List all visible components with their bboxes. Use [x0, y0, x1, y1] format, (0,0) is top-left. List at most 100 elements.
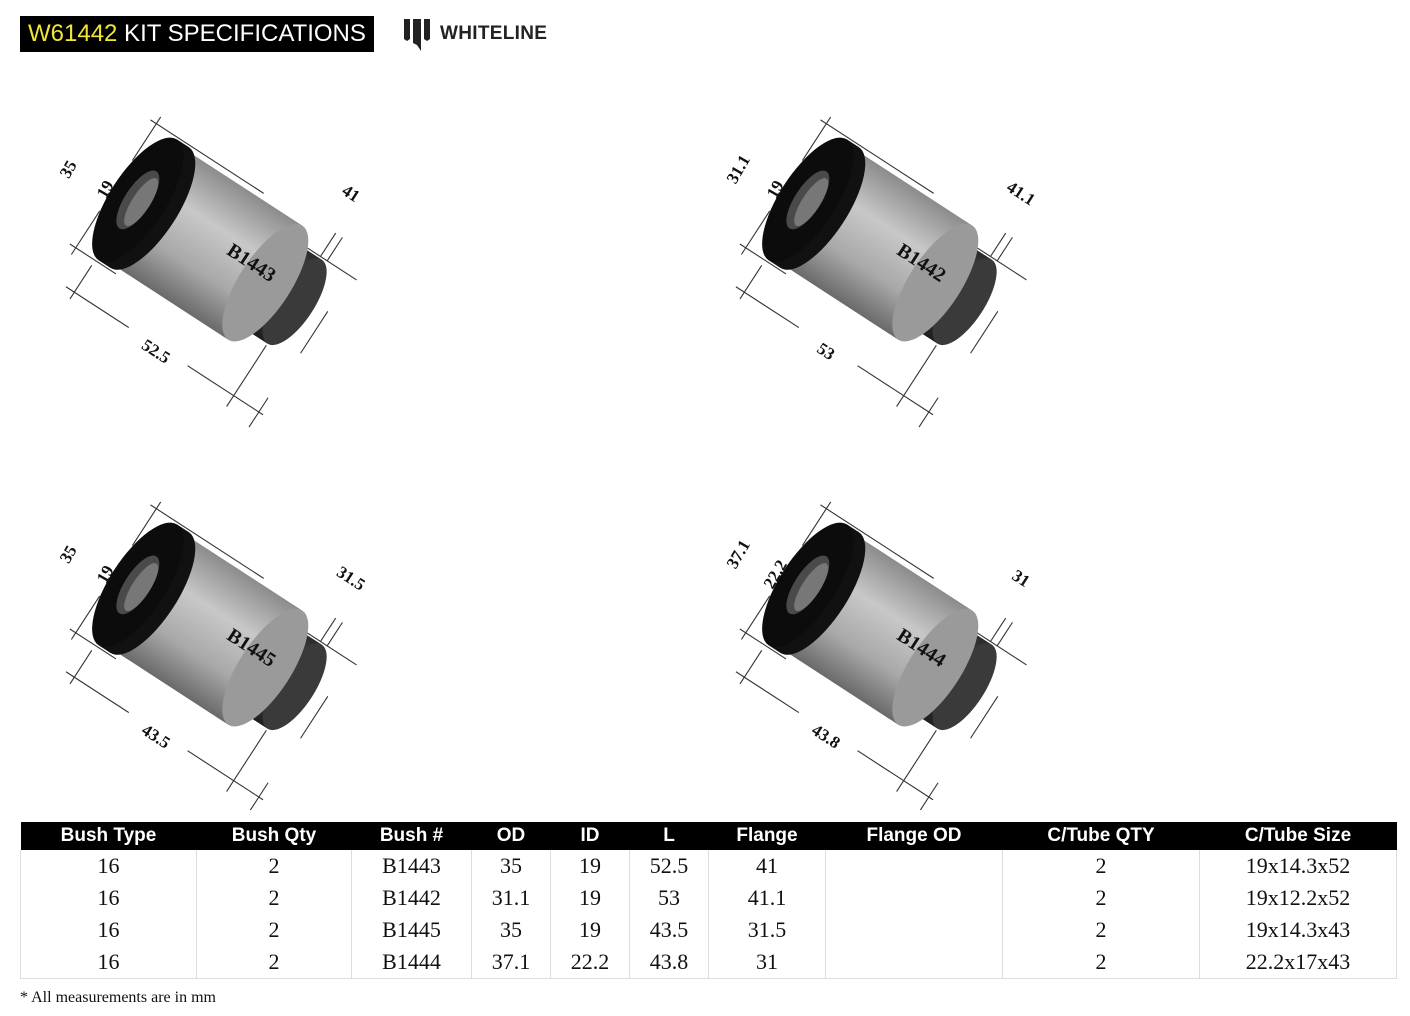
table-cell: 22.2: [550, 946, 630, 979]
dimension-line: [320, 617, 337, 642]
dimension-line: [300, 311, 329, 354]
table-cell: 19: [550, 914, 630, 946]
od-label: 35: [56, 542, 81, 566]
table-cell: 2: [196, 850, 352, 882]
dimension-line: [69, 650, 93, 685]
whiteline-logo-icon: [404, 19, 430, 51]
table-cell: 2: [196, 882, 352, 914]
table-cell: 19x14.3x43: [1199, 914, 1397, 946]
dimension-line: [990, 232, 1007, 257]
dimension-line: [150, 504, 264, 579]
dimension-line: [896, 730, 937, 792]
dimension-line: [70, 210, 101, 255]
dimension-line: [801, 116, 832, 161]
table-cell: 16: [20, 850, 197, 882]
dimension-line: [735, 286, 800, 329]
page-title: W61442 KIT SPECIFICATIONS: [20, 16, 374, 52]
table-cell: B1445: [351, 914, 472, 946]
table-cell: 2: [196, 946, 352, 979]
dimension-line: [187, 365, 264, 416]
dimension-line: [226, 345, 267, 407]
dimension-line: [740, 210, 771, 255]
dimension-line: [69, 265, 93, 300]
dimension-line: [326, 622, 343, 647]
column-header: L: [629, 822, 709, 850]
dimension-line: [970, 311, 999, 354]
length-label: 52.5: [138, 335, 173, 367]
table-cell: B1442: [351, 882, 472, 914]
table-cell: 19: [550, 850, 630, 882]
dimension-line: [996, 237, 1013, 262]
table-cell: 2: [196, 914, 352, 946]
dimension-line: [187, 750, 264, 801]
title-text: KIT SPECIFICATIONS: [117, 20, 366, 47]
flange-label: 41: [339, 181, 364, 206]
dimension-line: [65, 286, 130, 329]
length-label: 43.5: [138, 720, 173, 752]
dimension-line: [996, 622, 1013, 647]
od-label: 31.1: [723, 152, 754, 187]
table-cell: B1444: [351, 946, 472, 979]
table-cell: 35: [471, 850, 551, 882]
brand-name: WHITELINE: [440, 23, 548, 44]
table-cell: 31: [708, 946, 826, 979]
flange-label: 31: [1009, 566, 1034, 591]
table-cell: 43.5: [629, 914, 709, 946]
length-label: 43.8: [808, 720, 843, 752]
kit-code: W61442: [28, 20, 118, 47]
dimension-line: [990, 617, 1007, 642]
dimension-line: [150, 119, 264, 194]
dimension-line: [69, 243, 117, 275]
table-cell: 43.8: [629, 946, 709, 979]
dimension-line: [739, 243, 787, 275]
dimension-line: [69, 628, 117, 660]
dimension-line: [320, 232, 337, 257]
od-label: 35: [56, 157, 81, 181]
table-cell: 31.5: [708, 914, 826, 946]
dimension-line: [326, 237, 343, 262]
dimension-line: [739, 628, 787, 660]
table-cell: 19x12.2x52: [1199, 882, 1397, 914]
table-cell: 41: [708, 850, 826, 882]
dimension-line: [70, 595, 101, 640]
dimension-line: [226, 730, 267, 792]
dimension-line: [65, 671, 130, 714]
table-cell: 19x14.3x52: [1199, 850, 1397, 882]
dimension-line: [820, 119, 934, 194]
dimension-line: [740, 595, 771, 640]
column-header: C/Tube QTY: [1002, 822, 1200, 850]
table-cell: 16: [20, 914, 197, 946]
table-cell: 31.1: [471, 882, 551, 914]
od-label: 37.1: [723, 537, 754, 572]
column-header: OD: [471, 822, 551, 850]
dimension-line: [739, 650, 763, 685]
flange-label: 41.1: [1003, 177, 1038, 209]
dimension-line: [820, 504, 934, 579]
table-cell: 16: [20, 946, 197, 979]
dimension-line: [918, 782, 939, 810]
table-cell: 2: [1002, 946, 1200, 979]
dimension-line: [857, 365, 934, 416]
dimension-line: [857, 750, 934, 801]
brand-logo: WHITELINE: [402, 16, 547, 52]
table-cell: 37.1: [471, 946, 551, 979]
column-header: Bush Type: [20, 822, 197, 850]
dimension-line: [248, 397, 269, 428]
table-cell: 19: [550, 882, 630, 914]
table-cell: [825, 946, 1003, 979]
table-cell: [825, 914, 1003, 946]
dimension-line: [896, 345, 937, 407]
flange-label: 31.5: [333, 562, 368, 594]
length-label: 53: [814, 339, 839, 364]
table-cell: 52.5: [629, 850, 709, 882]
column-header: Bush Qty: [196, 822, 352, 850]
table-cell: 2: [1002, 882, 1200, 914]
